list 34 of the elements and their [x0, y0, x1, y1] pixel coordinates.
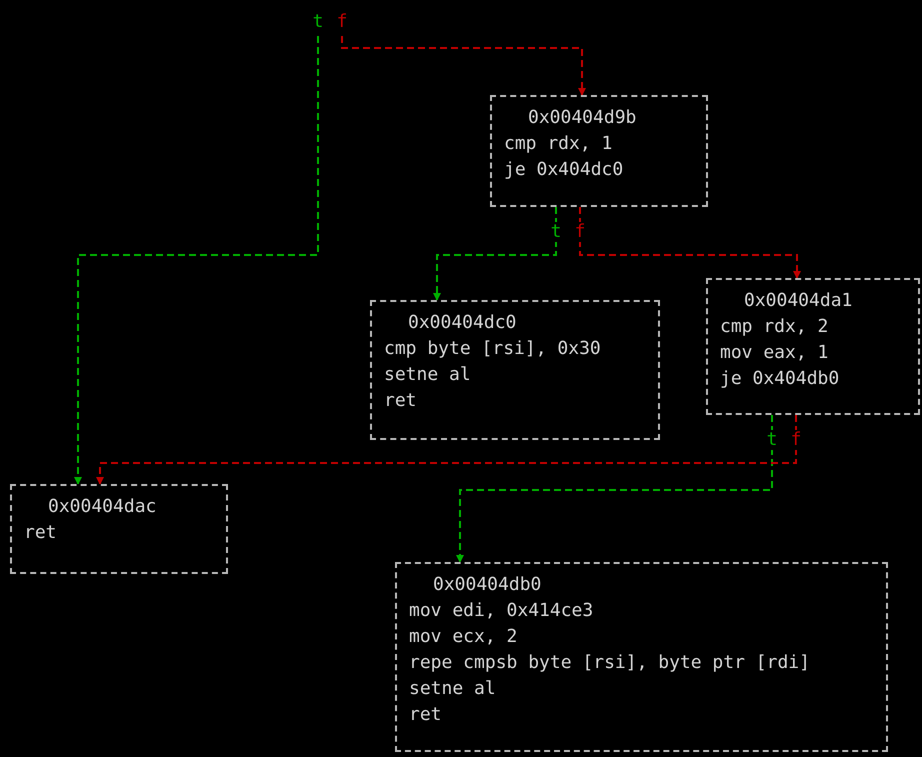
instruction-line: mov edi, 0x414ce3	[409, 599, 594, 623]
edge-label: t	[766, 430, 778, 450]
address-label: 0x00404dac	[47, 495, 156, 519]
arrow	[341, 36, 586, 96]
instruction-line: mov ecx, 2	[409, 625, 518, 649]
instruction-line: je 0x404db0	[720, 367, 840, 391]
code-block	[395, 562, 888, 752]
arrow	[74, 36, 319, 485]
address-label: 0x00404da1	[743, 289, 852, 313]
instruction-line: ret	[409, 703, 442, 727]
instruction-line: repe cmpsb byte [rsi], byte ptr [rdi]	[409, 651, 810, 675]
instruction-line: je 0x404dc0	[504, 158, 624, 182]
edge-label: t	[550, 222, 562, 242]
edge-label: f	[574, 222, 586, 242]
instruction-line: cmp rdx, 2	[720, 315, 828, 339]
instruction-line: setne al	[384, 363, 471, 387]
instruction-line: mov eax, 1	[720, 341, 828, 365]
arrow	[433, 207, 557, 301]
instruction-line: setne al	[409, 677, 496, 701]
edge-label: f	[790, 430, 802, 450]
address-label: 0x00404dc0	[407, 311, 516, 335]
instruction-line: cmp rdx, 1	[504, 132, 612, 156]
arrow	[579, 207, 801, 279]
arrow	[456, 415, 773, 563]
code-block	[370, 300, 660, 440]
address-label: 0x00404d9b	[527, 106, 636, 130]
instruction-line: ret	[24, 521, 57, 545]
instruction-line: cmp byte [rsi], 0x30	[384, 337, 601, 361]
address-label: 0x00404db0	[432, 573, 542, 597]
code-block	[490, 95, 708, 207]
code-block	[706, 278, 920, 415]
code-block	[10, 484, 228, 574]
instruction-line: ret	[384, 389, 417, 413]
arrow	[96, 415, 797, 485]
